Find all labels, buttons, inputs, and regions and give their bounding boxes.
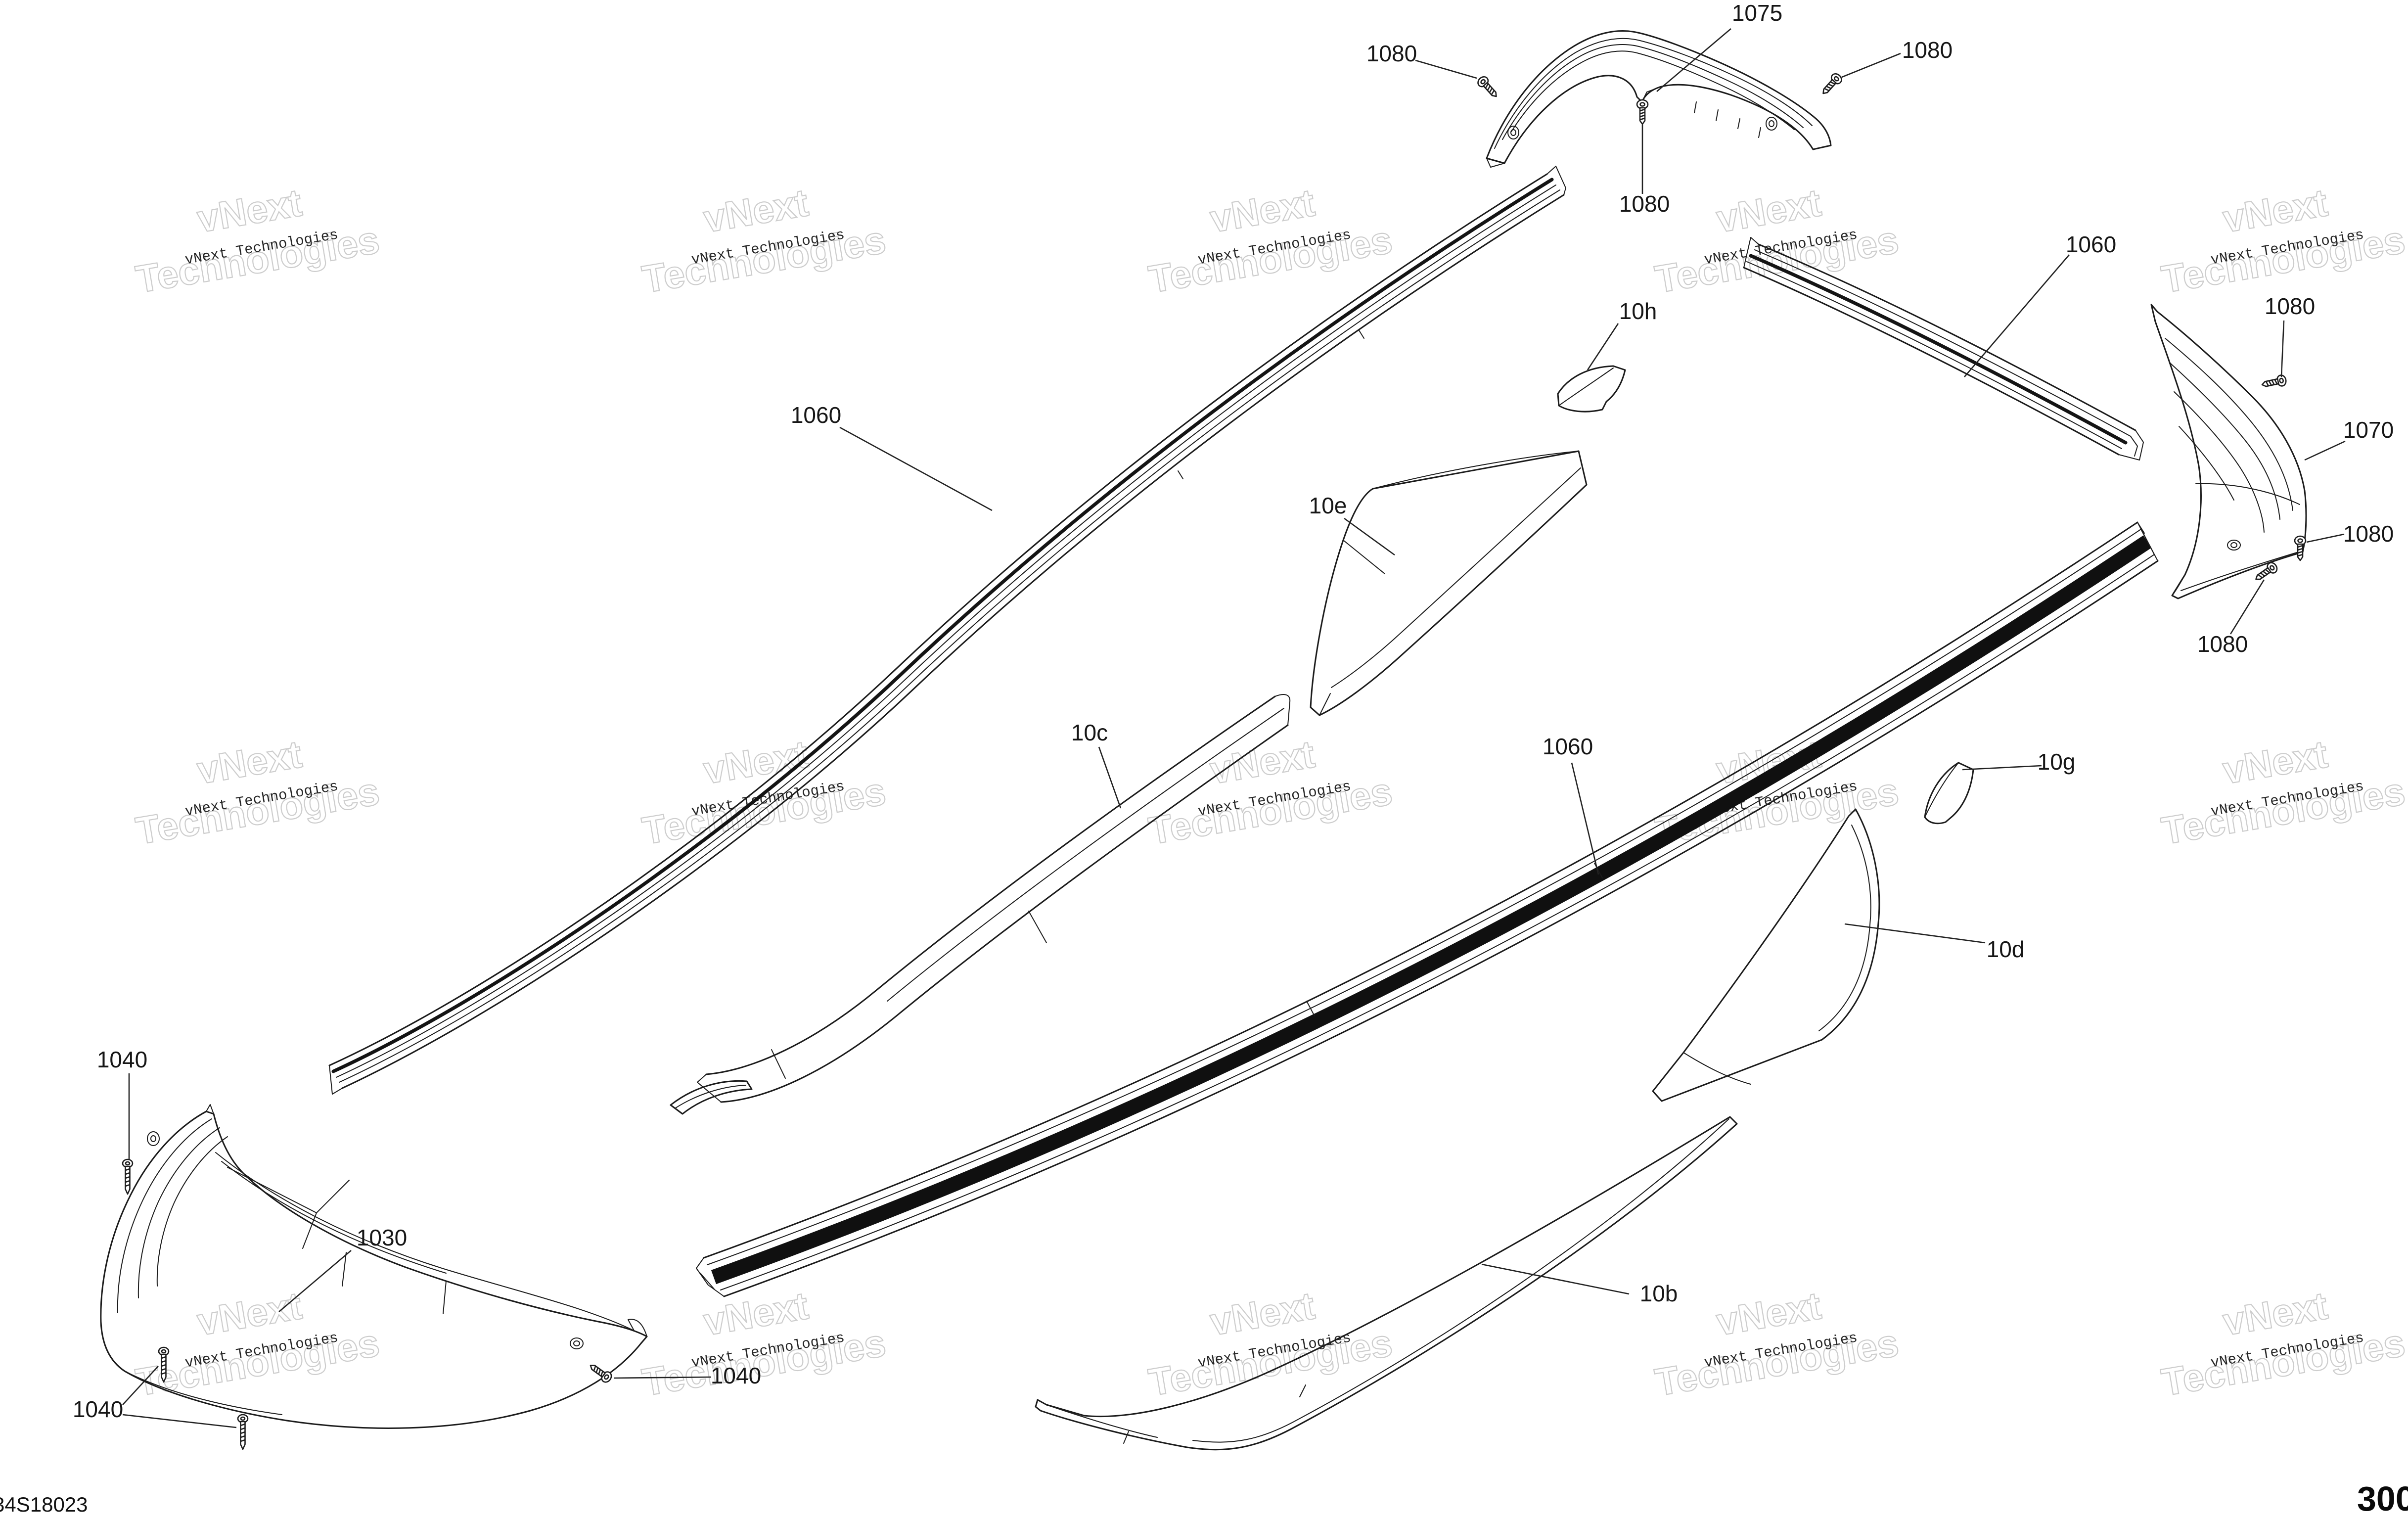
- part-10e-blade: [1310, 450, 1588, 716]
- part-callout-10h: 10h: [1619, 298, 1657, 324]
- part-10h-applique: [1557, 365, 1626, 413]
- parts-layer: [100, 30, 2307, 1451]
- watermark-outline-text: vNext: [194, 1284, 305, 1344]
- part-1060-top-right-strip: [1743, 237, 2144, 461]
- screw-icon: [1818, 71, 1844, 98]
- screw-icon: [122, 1158, 134, 1195]
- screw-icon: [2260, 373, 2288, 391]
- document-code: 34S18023: [0, 1493, 88, 1516]
- screw-icon: [1475, 74, 1501, 101]
- watermark-outline-text: vNext: [194, 732, 305, 792]
- part-callout-10b: 10b: [1640, 1281, 1678, 1306]
- watermark-outline-text: vNext: [2220, 1284, 2330, 1344]
- part-callout-1060: 1060: [2066, 231, 2116, 257]
- part-callout-1040: 1040: [73, 1396, 123, 1422]
- watermark-outline-text: vNext: [2220, 732, 2330, 792]
- part-1030-bumper: [100, 1104, 648, 1429]
- part-1060-left-strip: [328, 166, 1566, 1095]
- part-callout-1040: 1040: [97, 1047, 147, 1072]
- part-1070-side-deflector: [2150, 304, 2307, 599]
- page-number: 300: [2357, 1479, 2408, 1518]
- watermark-outline-text: vNext: [1713, 1284, 1824, 1344]
- screw-icon: [237, 1414, 249, 1450]
- watermark-outline-text: vNext: [194, 181, 305, 241]
- watermark-outline-text: vNext: [1207, 181, 1318, 241]
- part-callout-1080: 1080: [1366, 41, 1417, 66]
- part-callout-1080: 1080: [2343, 521, 2394, 547]
- leader-lines-layer: [122, 28, 2346, 1428]
- watermark-outline-text: vNext: [700, 1284, 811, 1344]
- watermark-outline-text: vNext: [2220, 181, 2330, 241]
- part-callout-1040: 1040: [711, 1363, 761, 1388]
- part-callout-10g: 10g: [2038, 749, 2076, 775]
- callout-labels-layer: 1075 1080 1080 1080 1060 1080 1070 1080 1080 1060…: [73, 0, 2394, 1422]
- part-callout-1080: 1080: [2265, 293, 2315, 319]
- part-callout-1030: 1030: [357, 1225, 407, 1250]
- watermark-outline-text: vNext: [1713, 181, 1824, 241]
- part-callout-1060: 1060: [791, 402, 841, 428]
- watermark-outline-text: vNext: [1207, 1284, 1318, 1344]
- part-callout-10c: 10c: [1071, 720, 1108, 745]
- part-callout-1075: 1075: [1732, 0, 1782, 26]
- part-10g-applique: [1924, 762, 1974, 825]
- part-10b-rocker-blade: [1035, 1116, 1738, 1451]
- part-callout-1060: 1060: [1543, 734, 1593, 759]
- part-1060-center-molding: [696, 521, 2159, 1297]
- screw-icon: [587, 1360, 614, 1385]
- part-callout-1080: 1080: [2197, 631, 2248, 657]
- part-1075-deflector: [1486, 30, 1832, 168]
- part-callout-1070: 1070: [2343, 417, 2394, 443]
- part-callout-1080: 1080: [1619, 191, 1670, 217]
- part-10d-blade: [1652, 808, 1880, 1102]
- watermark-outline-text: vNext: [700, 732, 811, 792]
- watermark-outline-text: vNext: [700, 181, 811, 241]
- part-callout-1080: 1080: [1902, 37, 1953, 63]
- screw-icon: [1636, 99, 1649, 125]
- watermark-outline-text: vNext: [1207, 732, 1318, 792]
- part-10c-blade: [670, 694, 1291, 1115]
- part-callout-10d: 10d: [1987, 936, 2025, 962]
- part-callout-10e: 10e: [1309, 493, 1347, 518]
